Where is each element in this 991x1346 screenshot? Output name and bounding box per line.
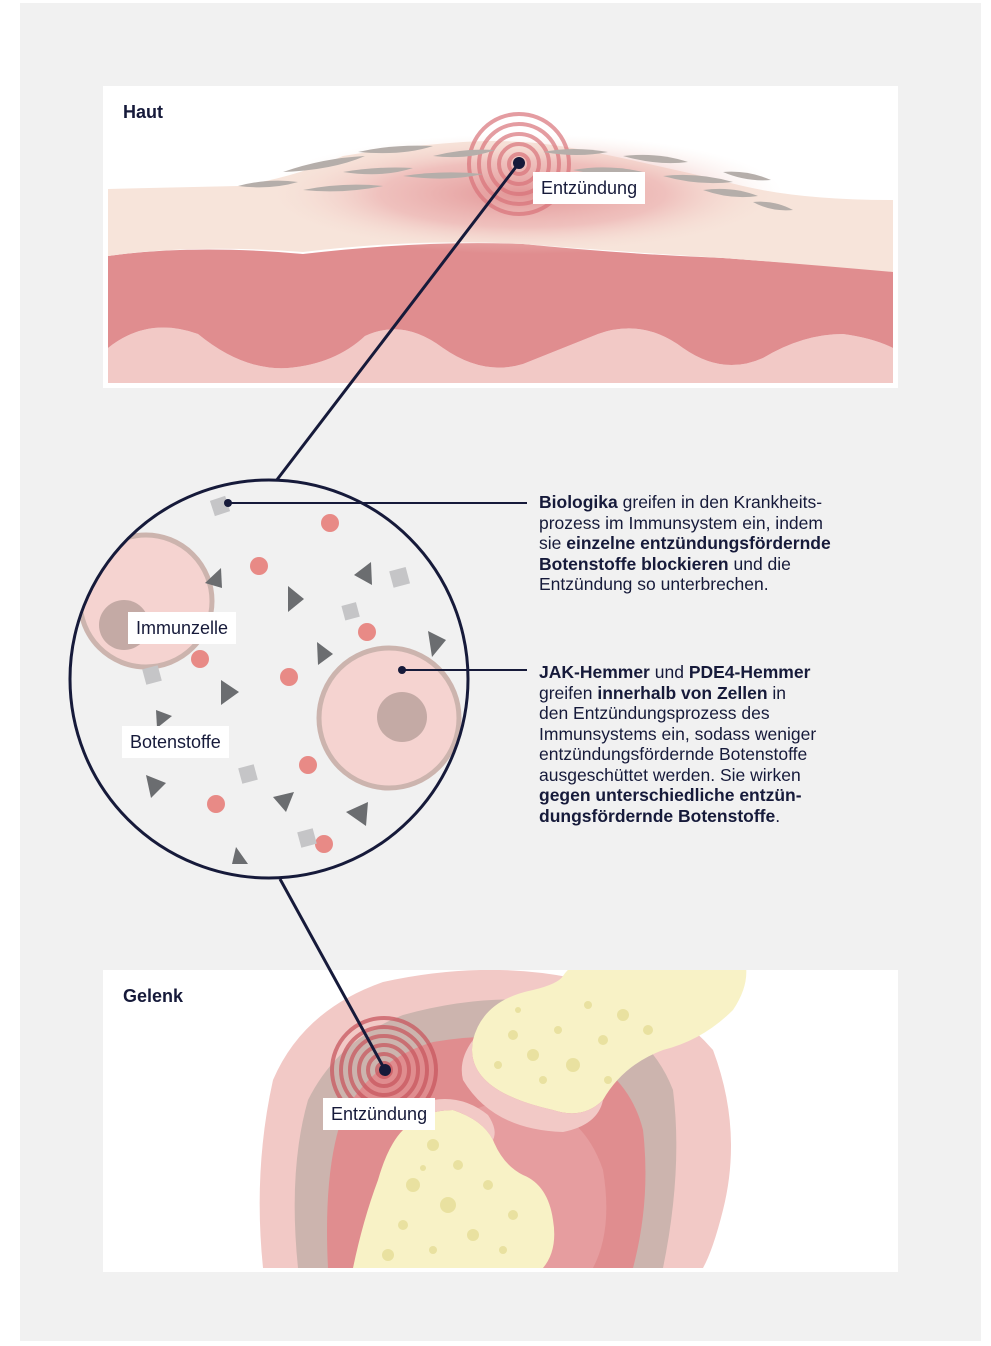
- description-text-run: Immunsystems ein, sodass weniger: [539, 724, 816, 744]
- description-text-run: Biologika: [539, 492, 618, 512]
- description-text-run: den Entzündungsprozess des: [539, 703, 770, 723]
- callout-dot-biologika: [224, 499, 232, 507]
- biologika-description: Biologika greifen in den Krankheits-proz…: [539, 492, 919, 595]
- description-text-run: dungsfördernde Botenstoffe: [539, 806, 775, 826]
- description-text-run: .: [775, 806, 780, 826]
- description-text-run: und: [650, 662, 689, 682]
- connector-dot-skin: [513, 157, 525, 169]
- immune-cell-left: [80, 535, 212, 667]
- description-text-run: entzündungsfördernde Botenstoffe: [539, 744, 807, 764]
- description-text-run: JAK-Hemmer: [539, 662, 650, 682]
- callout-dot-jak: [398, 666, 406, 674]
- description-text-run: in: [768, 683, 786, 703]
- description-text-run: prozess im Immunsystem ein, indem: [539, 513, 823, 533]
- description-text-run: gegen unterschiedliche entzün-: [539, 785, 802, 805]
- jak-pde4-description: JAK-Hemmer und PDE4-Hemmer greifen innerh…: [539, 662, 919, 826]
- description-text-run: Entzündung so unterbrechen.: [539, 574, 769, 594]
- description-text-run: PDE4-Hemmer: [689, 662, 811, 682]
- description-text-run: innerhalb von Zellen: [597, 683, 767, 703]
- connector-line-joint: [280, 879, 385, 1070]
- description-text-run: greifen in den Krankheits-: [618, 492, 822, 512]
- immune-cell-label: Immunzelle: [128, 612, 236, 644]
- description-text-run: ausgeschüttet werden. Sie wirken: [539, 765, 801, 785]
- description-text-run: einzelne entzündungsfördernde: [566, 533, 830, 553]
- messengers-label: Botenstoffe: [122, 726, 229, 758]
- connector-dot-joint: [379, 1064, 391, 1076]
- description-text-run: Botenstoffe blockieren: [539, 554, 729, 574]
- connector-line-skin: [276, 163, 519, 481]
- immune-cell-right-nucleus: [377, 692, 427, 742]
- description-text-run: und die: [729, 554, 791, 574]
- description-text-run: greifen: [539, 683, 597, 703]
- description-text-run: sie: [539, 533, 566, 553]
